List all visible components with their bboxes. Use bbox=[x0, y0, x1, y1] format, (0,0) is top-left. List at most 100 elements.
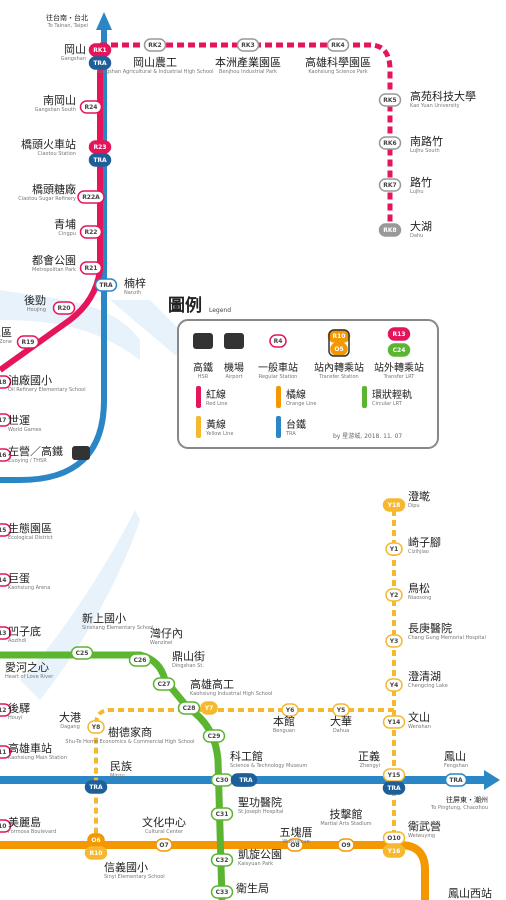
green-station-c26-en: Wanzinei bbox=[150, 640, 173, 646]
rk-station-rk3[interactable] bbox=[236, 38, 260, 52]
red-station-r22[interactable] bbox=[79, 225, 103, 239]
red-station-r18[interactable] bbox=[0, 375, 12, 389]
green-station-c31[interactable] bbox=[210, 807, 234, 821]
yellow-station-y6[interactable] bbox=[281, 703, 299, 717]
red-station-r23-transfer[interactable] bbox=[88, 153, 112, 167]
yellow-station-y15-transfer[interactable] bbox=[382, 781, 406, 795]
red-station-r12[interactable] bbox=[0, 703, 12, 717]
red-station-r20[interactable] bbox=[52, 301, 76, 315]
rk-station-rk2-name: 岡山農工 bbox=[133, 55, 177, 69]
red-station-r22-name: 青埔 bbox=[54, 218, 76, 231]
red-station-r11[interactable] bbox=[0, 745, 12, 759]
yellow-station-y2-code: Y2 bbox=[389, 592, 399, 599]
rk-station-rk4[interactable] bbox=[326, 38, 350, 52]
green-station-c26[interactable] bbox=[128, 653, 152, 667]
yellow-station-y4-name: 澄清湖 bbox=[408, 669, 441, 683]
yellow-station-y18-name: 澄墘 bbox=[408, 489, 430, 503]
yellow-station-y4-en: Chengcing Lake bbox=[408, 683, 448, 689]
legend-line-4: 台鐵 bbox=[286, 418, 306, 431]
red-station-r13-name: 凹子底 bbox=[8, 624, 41, 638]
red-station-r24[interactable] bbox=[79, 100, 103, 114]
green-station-c31-en: St.Joseph Hospital bbox=[238, 809, 283, 815]
red-station-r22a[interactable] bbox=[77, 190, 105, 204]
red-station-r13[interactable] bbox=[0, 626, 12, 640]
red-station-rk1-transfer[interactable] bbox=[88, 56, 112, 70]
legend-regular-station[interactable] bbox=[269, 334, 287, 348]
rk-station-rk3-code: RK3 bbox=[241, 42, 254, 49]
rk-station-rk4-en: Kaohsiung Science Park bbox=[308, 69, 367, 75]
red-station-r23[interactable] bbox=[88, 140, 112, 154]
orange-station-o9[interactable] bbox=[337, 838, 355, 852]
yellow-station-y3[interactable] bbox=[385, 634, 403, 648]
green-station-c25[interactable] bbox=[70, 646, 94, 660]
legend-transfer-lrt-2[interactable] bbox=[387, 343, 411, 357]
rk-station-rk2[interactable] bbox=[143, 38, 167, 52]
yellow-station-o10-transfer-code: Y16 bbox=[387, 848, 401, 855]
green-station-c28-transfer[interactable] bbox=[200, 701, 218, 715]
red-station-rk1-transfer-code: TRA bbox=[93, 60, 107, 67]
red-station-r21[interactable] bbox=[79, 261, 103, 275]
orange-station-o7[interactable] bbox=[155, 838, 173, 852]
orange-station-o7-code: O7 bbox=[159, 842, 168, 849]
rk-station-rk6[interactable] bbox=[378, 136, 402, 150]
yellow-station-y14[interactable] bbox=[382, 715, 406, 729]
red-station-rk1-name: 岡山 bbox=[64, 43, 86, 56]
red-station-r23-code: R23 bbox=[94, 144, 107, 151]
red-station-r14[interactable] bbox=[0, 573, 12, 587]
yellow-station-y5-code: Y5 bbox=[336, 707, 346, 714]
rk-station-rk5[interactable] bbox=[378, 93, 402, 107]
orange-station-o8-code: O8 bbox=[290, 842, 299, 849]
yellow-station-y6-name: 本館 bbox=[273, 714, 295, 728]
yellow-station-o10-transfer[interactable] bbox=[382, 844, 406, 858]
rk-station-rk8[interactable] bbox=[378, 223, 402, 237]
yellow-station-y8[interactable] bbox=[87, 720, 105, 734]
red-station-r19[interactable] bbox=[16, 335, 40, 349]
legend-line-swatch-2 bbox=[362, 386, 367, 408]
terminal-north-label: 往台南・台北 bbox=[46, 13, 88, 22]
legend-transfer-station-2[interactable] bbox=[330, 342, 348, 356]
terminal-east-en: To Pingtung, Chaozhou bbox=[430, 805, 488, 811]
legend-title: 圖例 bbox=[168, 295, 202, 316]
yellow-station-y2[interactable] bbox=[385, 588, 403, 602]
green-station-c30-name: 科工館 bbox=[230, 749, 263, 763]
red-station-r24-en: Gangshan South bbox=[35, 107, 76, 113]
yellow-station-y1-code: Y1 bbox=[389, 546, 399, 553]
green-station-c33[interactable] bbox=[210, 885, 234, 899]
yellow-station-y4[interactable] bbox=[385, 678, 403, 692]
tra-station-museum[interactable] bbox=[234, 773, 258, 787]
red-station-r19-name: 楠梓加工區 bbox=[0, 325, 12, 339]
rk-station-rk7-name: 路竹 bbox=[410, 175, 432, 189]
yellow-station-y15[interactable] bbox=[382, 768, 406, 782]
orange-station-o6-transfer-code: R10 bbox=[90, 850, 103, 857]
yellow-station-y1[interactable] bbox=[385, 542, 403, 556]
yellow-station-y3-name: 長庚醫院 bbox=[408, 621, 452, 635]
orange-station-o8[interactable] bbox=[286, 838, 304, 852]
tra-station-kaohsiung[interactable] bbox=[84, 780, 108, 794]
yellow-station-y18[interactable] bbox=[382, 498, 406, 512]
red-station-r10[interactable] bbox=[0, 819, 12, 833]
rk-station-rk3-en: Benjhou Industrial Park bbox=[219, 69, 277, 75]
red-station-r13-en: Aozihdi bbox=[8, 638, 26, 644]
yellow-station-o10[interactable] bbox=[382, 831, 406, 845]
red-station-r22a-en: Ciaotou Sugar Refinery bbox=[18, 196, 76, 202]
red-station-rk1[interactable] bbox=[88, 43, 112, 57]
legend-line-1: 橘線 bbox=[286, 388, 306, 401]
orange-station-o6-transfer[interactable] bbox=[84, 846, 108, 860]
red-station-r17[interactable] bbox=[0, 413, 12, 427]
green-station-c28[interactable] bbox=[177, 701, 201, 715]
rk-station-rk8-en: Dahu bbox=[410, 233, 423, 239]
tra-station-fengshan[interactable] bbox=[444, 773, 468, 787]
red-station-r16[interactable] bbox=[0, 448, 12, 462]
legend: 圖例 Legend R4R10O5R13C24高鐵HSR機場Airport一般車… bbox=[168, 295, 439, 449]
red-station-r18-code: R18 bbox=[0, 379, 6, 386]
tra-nanzih[interactable] bbox=[94, 278, 118, 292]
rk-station-rk7[interactable] bbox=[378, 178, 402, 192]
green-station-c27[interactable] bbox=[152, 677, 176, 691]
green-station-c32[interactable] bbox=[210, 853, 234, 867]
legend-transfer-lrt[interactable] bbox=[387, 327, 411, 341]
yellow-station-y8-en: Dagang bbox=[60, 724, 80, 730]
red-station-r15[interactable] bbox=[0, 523, 12, 537]
green-station-c29[interactable] bbox=[202, 729, 226, 743]
yellow-station-y5[interactable] bbox=[332, 703, 350, 717]
orange-station-o6[interactable] bbox=[87, 833, 105, 847]
